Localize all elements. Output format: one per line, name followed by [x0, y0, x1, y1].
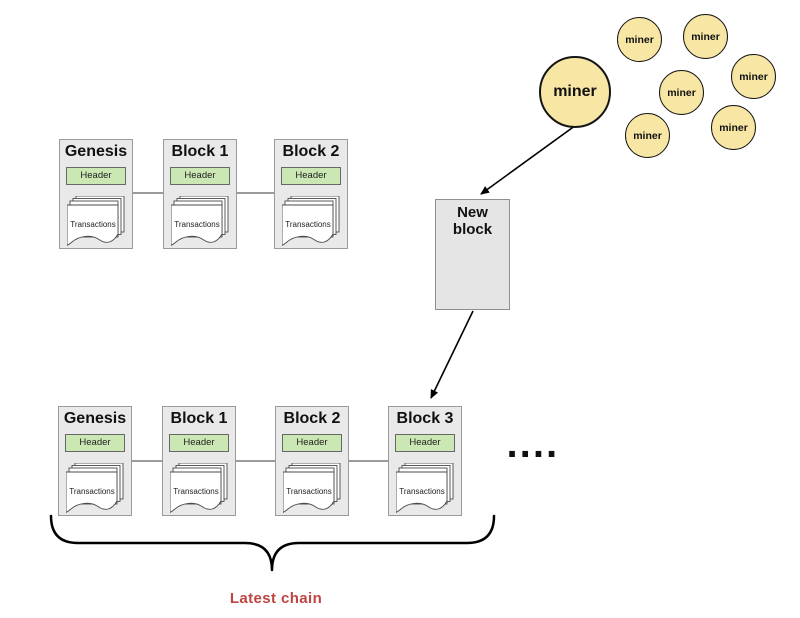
new-block-label: New block: [452, 204, 493, 238]
bottom-chain-block-1: Block 1 Header Transactions: [162, 406, 236, 516]
transactions-label: Transactions: [173, 487, 219, 496]
block-header: Header: [281, 167, 341, 185]
miner-label: miner: [667, 86, 696, 99]
miner-label: miner: [739, 70, 768, 83]
miner-label: miner: [719, 121, 748, 134]
transactions-label: Transactions: [285, 220, 331, 229]
bottom-chain-block-genesis: Genesis Header Transactions: [58, 406, 132, 516]
block-title: Genesis: [63, 410, 127, 427]
latest-chain-brace: [49, 514, 496, 572]
block-title: Block 3: [396, 410, 454, 427]
miner-circle: miner: [617, 17, 662, 62]
miner-circle: miner: [683, 14, 728, 59]
new-block-box: New block: [435, 199, 510, 310]
transactions-label: Transactions: [286, 487, 332, 496]
block-title: Block 2: [283, 410, 341, 427]
miner-label: miner: [691, 30, 720, 43]
block-header: Header: [65, 434, 125, 452]
top-chain-block-genesis: Genesis Header Transactions: [59, 139, 133, 249]
transactions-label: Transactions: [69, 487, 115, 496]
transactions-label: Transactions: [70, 220, 116, 229]
miner-circle-big: miner: [539, 56, 611, 128]
top-chain-block-1: Block 1 Header Transactions: [163, 139, 237, 249]
latest-chain-label: Latest chain: [229, 590, 323, 607]
block-header: Header: [66, 167, 126, 185]
miner-circle: miner: [711, 105, 756, 150]
block-header: Header: [170, 167, 230, 185]
bottom-chain-block-2: Block 2 Header Transactions: [275, 406, 349, 516]
miner-circle: miner: [731, 54, 776, 99]
block-title: Genesis: [64, 143, 128, 160]
block-header: Header: [169, 434, 229, 452]
miner-circle: miner: [659, 70, 704, 115]
block-header: Header: [282, 434, 342, 452]
newblock-to-block3-arrow: [430, 310, 474, 399]
miner-label: miner: [633, 129, 662, 142]
miner-circle: miner: [625, 113, 670, 158]
transactions-label: Transactions: [174, 220, 220, 229]
transactions-label: Transactions: [399, 487, 445, 496]
block-title: Block 2: [282, 143, 340, 160]
miner-label: miner: [625, 33, 654, 46]
miner-label: miner: [553, 83, 597, 100]
chain-continues-ellipsis: ....: [506, 427, 559, 465]
block-title: Block 1: [170, 410, 228, 427]
block-header: Header: [395, 434, 455, 452]
bottom-chain-block-3: Block 3 Header Transactions: [388, 406, 462, 516]
top-chain-block-2: Block 2 Header Transactions: [274, 139, 348, 249]
block-title: Block 1: [171, 143, 229, 160]
miner-to-newblock-arrow: [480, 119, 584, 195]
